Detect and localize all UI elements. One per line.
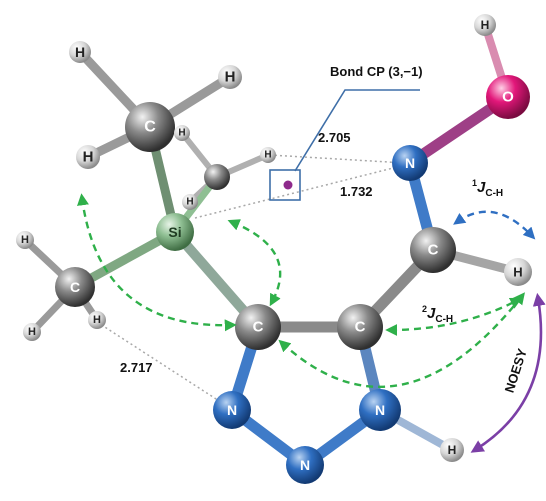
atom-n-oxime xyxy=(392,145,428,181)
label-h-imine: H xyxy=(513,265,522,280)
label-noesy: NOESY xyxy=(502,346,530,394)
atom-h-mid-b xyxy=(260,147,276,163)
atom-h-top-right xyxy=(218,65,242,89)
label-c-imine: C xyxy=(428,242,439,259)
label-n-ring-left: N xyxy=(227,402,237,418)
label-h-mid-left: H xyxy=(83,149,94,166)
atom-n-ring-bottom xyxy=(286,446,324,484)
label-si: Si xyxy=(168,224,181,240)
bond-cp-point xyxy=(283,180,293,190)
arrow-c-ring-left-to-h-imine xyxy=(278,292,525,388)
label-2j: 2JC-H xyxy=(422,304,453,325)
atom-h-top-left xyxy=(69,41,91,63)
label-h-mid-b: H xyxy=(264,150,271,161)
atom-o-oxime xyxy=(486,75,530,119)
contact-h-n-top xyxy=(269,154,406,164)
label-n-ring-bottom: N xyxy=(300,457,310,473)
label-2j-sub: C-H xyxy=(435,314,453,325)
label-o-oxime: O xyxy=(502,89,514,106)
label-1j-prefix: 1 xyxy=(472,178,477,188)
label-n-ring-right: N xyxy=(375,402,385,418)
label-2j-main: J xyxy=(427,305,436,322)
label-h-left-a: H xyxy=(21,234,29,246)
atom-h-mid-a xyxy=(174,125,190,141)
label-1j-main: J xyxy=(477,179,486,196)
bond-cp-callout: Bond CP (3,−1) xyxy=(269,64,423,201)
bond-cp-leader xyxy=(294,89,420,172)
atom-h-oxime xyxy=(474,14,496,36)
label-h-left-b: H xyxy=(28,326,36,338)
label-1j: 1JC-H xyxy=(472,178,503,199)
label-h-top-left: H xyxy=(75,44,85,60)
label-h-left-c: H xyxy=(93,314,101,326)
atom-h-mid-left xyxy=(76,145,100,169)
label-h-mid-a: H xyxy=(178,128,185,139)
atom-n-ring-right xyxy=(359,389,401,431)
arrow-h-mid-to-c-ring-left xyxy=(227,219,282,307)
label-c-ring-left: C xyxy=(253,319,264,336)
atom-h-ring-n xyxy=(440,438,464,462)
atoms xyxy=(16,14,532,484)
label-1j-sub: C-H xyxy=(485,188,503,199)
atom-c-top xyxy=(125,102,175,152)
distance-top: 2.705 xyxy=(318,130,351,145)
label-h-top-right: H xyxy=(225,69,236,86)
bond-cp-box xyxy=(269,169,301,201)
arrow-noesy xyxy=(470,292,546,453)
bond-cp-label: Bond CP (3,−1) xyxy=(330,64,423,79)
arrow-c-ring-right-to-h-imine xyxy=(385,297,523,336)
contact-h-n-left xyxy=(96,321,231,409)
distance-left: 2.717 xyxy=(120,360,153,375)
label-c-left: C xyxy=(70,279,80,295)
label-c-top: C xyxy=(144,119,156,136)
label-h-ring-n: H xyxy=(448,443,457,457)
label-h-oxime: H xyxy=(481,18,490,32)
atom-h-imine xyxy=(504,258,532,286)
atom-c-imine xyxy=(410,227,456,273)
atom-h-left-a xyxy=(16,231,34,249)
label-n-oxime: N xyxy=(405,155,415,171)
atom-c-ring-left xyxy=(235,304,281,350)
atom-h-left-b xyxy=(23,323,41,341)
arrow-h-to-c-ring-left xyxy=(77,193,237,332)
label-2j-prefix: 2 xyxy=(422,304,427,314)
green-arrows xyxy=(77,193,525,388)
label-h-mid-c: H xyxy=(186,197,193,208)
distance-mid: 1.732 xyxy=(340,184,373,199)
atom-c-mid xyxy=(204,164,230,190)
label-c-ring-right: C xyxy=(355,319,366,336)
atom-n-ring-left xyxy=(213,391,251,429)
arrow-1j xyxy=(453,210,536,240)
